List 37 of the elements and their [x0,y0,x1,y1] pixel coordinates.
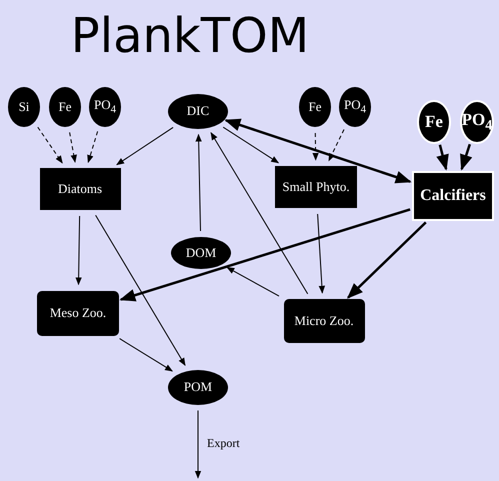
ellipse-node: POM [168,370,228,404]
arrow [194,410,202,479]
ellipse-node: PO$_{4}$ [339,87,371,127]
arrow [119,338,173,372]
process-box: Calcifiers [412,171,494,221]
arrow [75,216,82,286]
arrow [460,144,472,171]
ellipse-node: PO$_{4}$ [89,87,121,127]
ellipse-node: PO$_{4}$ [460,100,494,144]
arrow [436,144,449,171]
arrow [224,118,412,184]
arrow [210,132,308,294]
arrow [69,132,77,163]
arrow [87,130,98,164]
ellipse-node: Si [8,87,40,127]
arrow [312,132,319,161]
process-box: Meso Zoo. [37,290,119,336]
ellipse-node: Fe [417,100,451,144]
arrow [95,214,186,366]
ellipse-node: DIC [168,94,228,128]
diagram-title: PlankTOM [70,8,310,64]
arrow [195,134,202,232]
arrow [328,129,344,162]
arrow [222,126,280,164]
arrow [317,214,326,294]
arrow [116,126,174,166]
arrow [346,222,427,299]
edge-label: Export [206,436,241,452]
ellipse-node: DOM [171,237,231,269]
process-box: Diatoms [40,168,120,210]
process-box: Small Phyto. [275,166,357,208]
ellipse-node: Fe [49,87,81,127]
arrow [226,266,280,297]
arrow [119,208,410,302]
arrow [37,126,63,164]
process-box: Micro Zoo. [284,299,364,343]
ellipse-node: Fe [299,87,331,127]
